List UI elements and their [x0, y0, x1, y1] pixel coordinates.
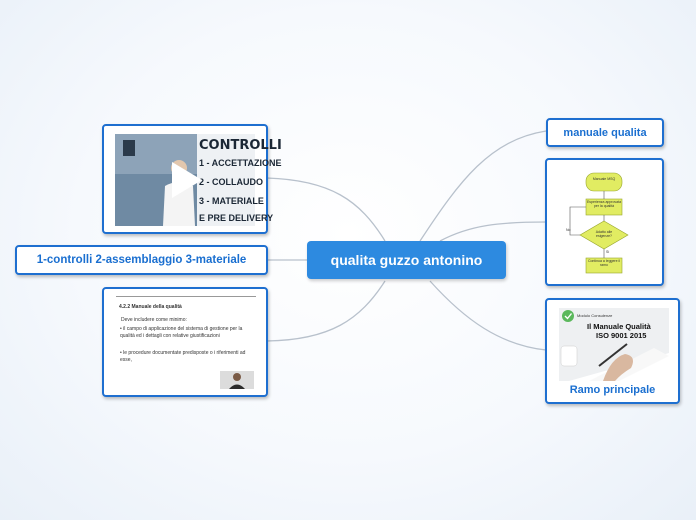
document-bullet-2: • le procedure documentate predisposte o…	[120, 350, 252, 364]
flowchart-box-2: Esperienza approvata per la qualità	[586, 200, 622, 208]
manuale-qualita-node[interactable]: manuale qualita	[546, 118, 664, 147]
manuale-image-title-1: Il Manuale Qualità	[587, 322, 651, 331]
document-bullet-1: • il campo di applicazione del sistema d…	[120, 326, 252, 340]
connector-video	[266, 177, 386, 242]
flowchart-yes-label: Sì	[606, 250, 610, 254]
video-node[interactable]: CONTROLLI 1 - ACCETTAZIONE 2 - COLLAUDO …	[102, 124, 282, 234]
flowchart-diamond: Adatto alle esigenze?	[595, 230, 613, 238]
video-heading: CONTROLLI	[199, 138, 282, 153]
document-intro: Deve includere come minimo:	[121, 317, 187, 323]
document-node[interactable]: 4.2.2 Manuale della qualità Deve include…	[102, 287, 268, 397]
ramo-principale-node[interactable]: Modulo Consulenze Il Manuale Qualità ISO…	[545, 298, 680, 404]
document-bullet-2-text: le procedure documentate predisposte o i…	[120, 350, 246, 363]
central-topic[interactable]: qualita guzzo antonino	[307, 241, 506, 279]
manuale-image-title-2: ISO 9001 2015	[596, 331, 647, 340]
connector-flowchart	[439, 221, 547, 242]
connector-document	[266, 280, 386, 342]
bullet-icon: •	[120, 326, 124, 332]
flowchart-box-1: Manuale MSQ	[592, 177, 616, 181]
flowchart-node[interactable]: Manuale MSQ Esperienza approvata per la …	[545, 158, 664, 286]
flowchart-diagram	[569, 172, 629, 274]
manuale-image[interactable]: Modulo Consulenze Il Manuale Qualità ISO…	[559, 308, 669, 381]
manuale-image-caption: Modulo Consulenze	[577, 313, 613, 318]
text-node-controlli[interactable]: 1-controlli 2-assemblaggio 3-materiale	[15, 245, 268, 275]
presenter-inset	[220, 371, 254, 389]
document-title: 4.2.2 Manuale della qualità	[119, 304, 182, 310]
video-thumbnail[interactable]: CONTROLLI 1 - ACCETTAZIONE 2 - COLLAUDO …	[115, 134, 282, 226]
ramo-principale-label: Ramo principale	[569, 384, 656, 396]
connector-manuale	[419, 130, 547, 242]
play-icon[interactable]	[170, 160, 204, 200]
video-line-2: 2 - COLLAUDO	[199, 177, 263, 187]
bullet-icon: •	[120, 350, 124, 356]
video-line-1: 1 - ACCETTAZIONE	[199, 158, 282, 168]
document-bullet-1-text: il campo di applicazione del sistema di …	[120, 326, 243, 339]
video-line-3: 3 - MATERIALE	[199, 196, 264, 206]
document-thumbnail[interactable]: 4.2.2 Manuale della qualità Deve include…	[116, 296, 256, 389]
manuale-image-art	[559, 308, 669, 381]
flowchart-box-3: Continua a leggere il ramo	[587, 259, 621, 267]
flowchart-no-label: No	[566, 228, 571, 232]
connector-ramo	[429, 280, 547, 351]
video-line-4: E PRE DELIVERY	[199, 213, 274, 223]
